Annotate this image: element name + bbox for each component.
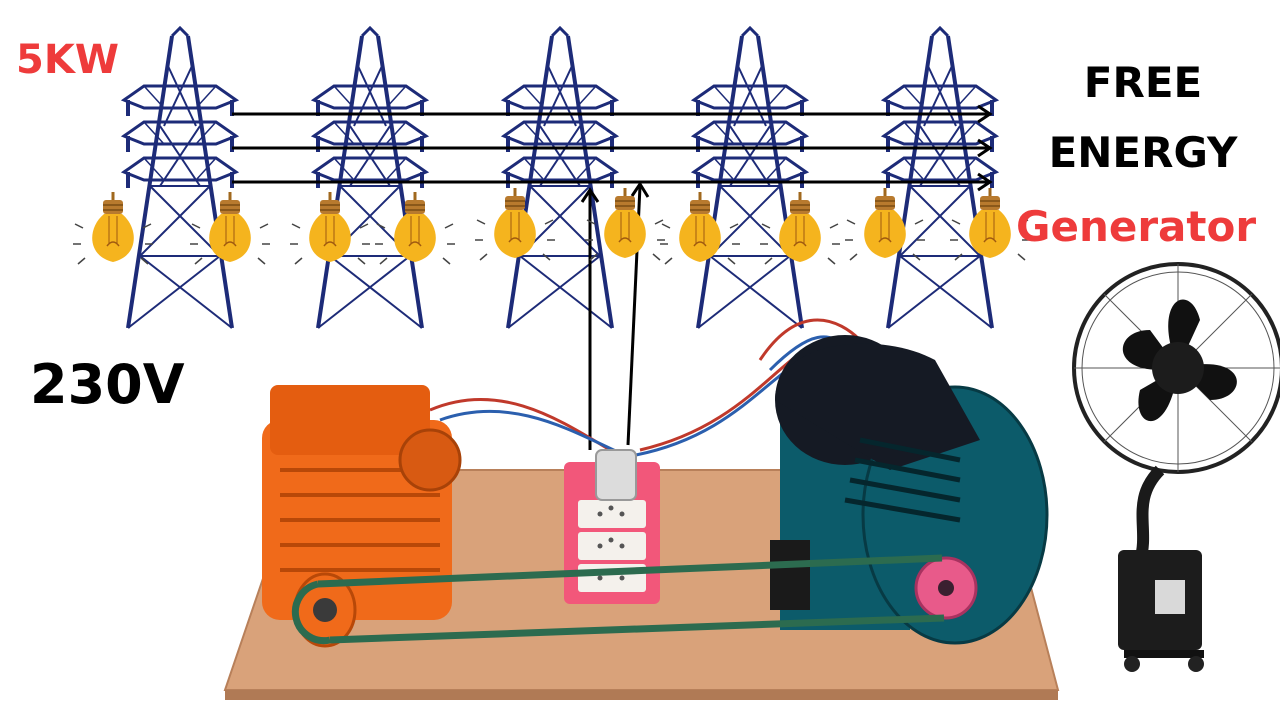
transmission-tower-icon <box>882 26 998 330</box>
light-bulb-icon <box>843 186 927 262</box>
title-generator: Generator <box>1016 202 1257 251</box>
transmission-tower-icon <box>312 26 428 330</box>
drive-belt <box>291 554 945 645</box>
title-energy: ENERGY <box>1048 128 1238 177</box>
transmission-tower-icon <box>502 26 618 330</box>
power-rating-label: 5KW <box>16 37 119 83</box>
electric-motor <box>262 385 462 648</box>
transmission-tower-icon <box>122 26 238 330</box>
title-free: FREE <box>1083 58 1203 107</box>
light-bulb-icon <box>758 190 842 266</box>
light-bulb-icon <box>373 190 457 266</box>
power-socket-board <box>564 449 660 604</box>
misting-fan <box>1072 262 1280 672</box>
power-line-arrows <box>232 104 993 450</box>
light-bulb-icon <box>658 190 742 266</box>
light-bulb-icon <box>188 190 272 266</box>
voltage-label: 230V <box>30 353 185 416</box>
transmission-tower-icon <box>692 26 808 330</box>
generator <box>770 335 1049 645</box>
